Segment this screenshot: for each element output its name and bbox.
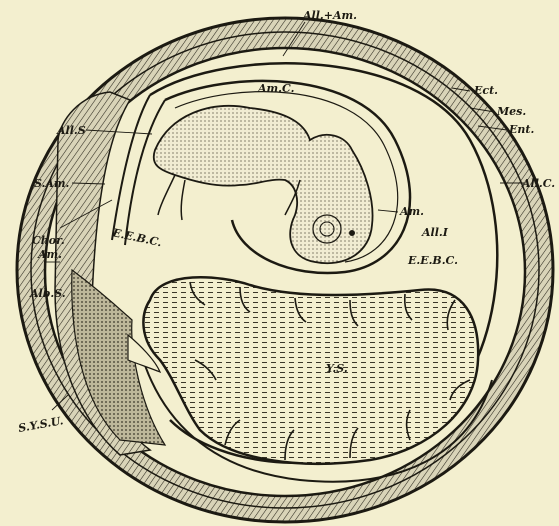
label-am-c: Am.C. xyxy=(257,82,295,95)
label-sysu: S.Y.S.U. xyxy=(17,414,64,435)
label-s-am: S.Am. xyxy=(34,177,70,190)
label-ys: Y.S. xyxy=(326,362,348,375)
label-mes: Mes. xyxy=(496,105,526,118)
label-alb-s: Alb.S. xyxy=(29,287,66,300)
label-all-am: All.+Am. xyxy=(302,9,357,22)
label-all-s: All.S xyxy=(56,124,86,137)
label-all-c: All.C. xyxy=(521,177,555,190)
label-eebc-right: E.E.B.C. xyxy=(407,254,458,267)
label-all-i: All.I xyxy=(421,226,449,239)
embryo-eye-dot xyxy=(349,230,355,236)
label-chor: Chor. xyxy=(32,234,65,247)
label-chor-am: Am. xyxy=(37,248,62,261)
label-am: Am. xyxy=(399,205,424,218)
label-ent: Ent. xyxy=(508,123,534,136)
label-ect: Ect. xyxy=(473,84,498,97)
